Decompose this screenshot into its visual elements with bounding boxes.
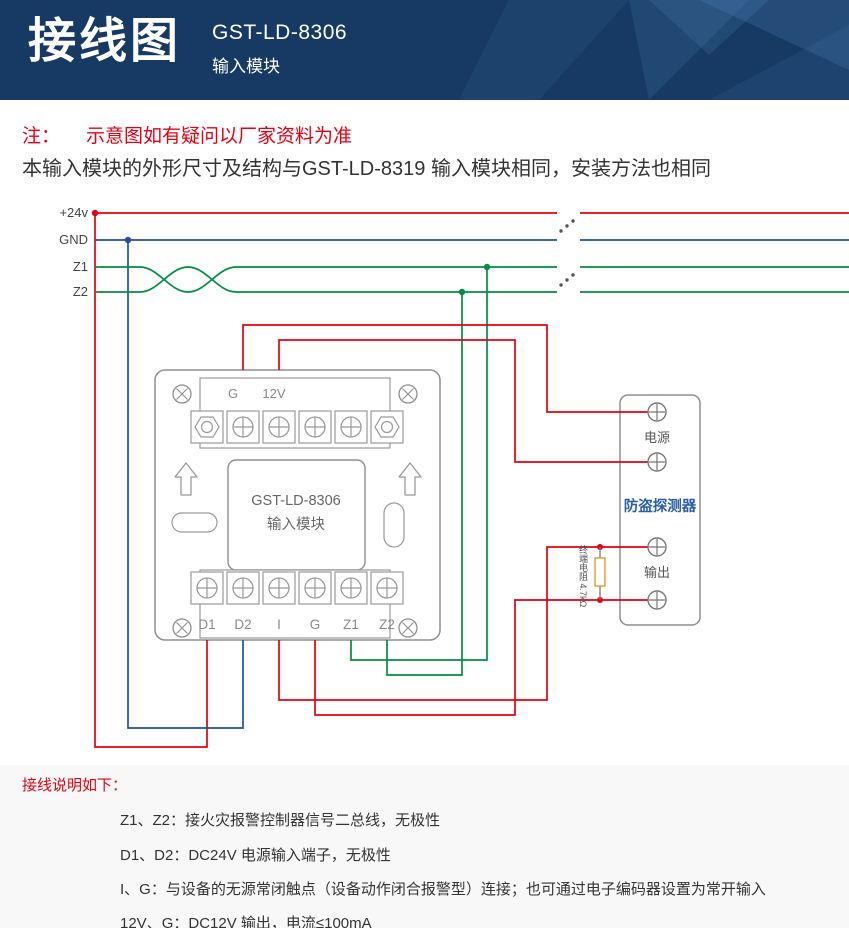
wiring-diagram: +24v GND Z1 Z2 G 12V bbox=[59, 205, 849, 748]
resistor-body bbox=[594, 557, 606, 587]
mounting-slot bbox=[383, 502, 405, 548]
warning-text: 示意图如有疑问以厂家资料为准 bbox=[86, 126, 353, 147]
model-number: GST-LD-8306 bbox=[212, 21, 348, 44]
wire-gnd bbox=[95, 239, 849, 729]
module-name-line1: GST-LD-8306 bbox=[251, 493, 340, 509]
bus-label-z1: Z1 bbox=[73, 259, 88, 274]
banner-facet-pattern bbox=[459, 0, 849, 100]
detector-terminal-icon bbox=[647, 452, 667, 472]
module-bottom-terminal-block: D1 D2 I G Z1 Z2 bbox=[190, 569, 404, 639]
terminal-label-z2: Z2 bbox=[379, 617, 395, 632]
wire-24v bbox=[94, 212, 849, 748]
terminal-label-i: I bbox=[277, 617, 281, 632]
up-arrow-icon bbox=[174, 462, 198, 496]
top-terminal-label-12v: 12V bbox=[262, 386, 285, 401]
terminal-screw-icon bbox=[370, 571, 404, 605]
terminal-nut-icon bbox=[370, 410, 404, 444]
detector-power-label: 电源 bbox=[644, 430, 670, 445]
terminal-resistor: 终端电阻 4.7kΩ bbox=[578, 544, 606, 608]
bus-label-gnd: GND bbox=[59, 232, 88, 247]
terminal-screw-icon bbox=[298, 571, 332, 605]
top-terminal-label-g: G bbox=[228, 386, 238, 401]
terminal-label-z1: Z1 bbox=[343, 617, 359, 632]
wire-12v-power bbox=[242, 324, 657, 463]
detector-name: 防盗探测器 bbox=[624, 497, 697, 515]
wire-z1 bbox=[95, 266, 849, 661]
bottom-terminal-labels: D1 D2 I G Z1 Z2 bbox=[198, 617, 395, 632]
terminal-screw-icon bbox=[190, 571, 224, 605]
terminal-screw-icon bbox=[334, 410, 368, 444]
line-break-dots bbox=[559, 219, 575, 287]
detector-output-label: 输出 bbox=[644, 565, 670, 580]
burglar-detector: 电源 防盗探测器 输出 bbox=[624, 402, 697, 610]
description-text: 本输入模块的外形尺寸及结构与GST-LD-8319 输入模块相同，安装方法也相同 bbox=[22, 158, 711, 180]
warning-prefix: 注： bbox=[22, 126, 61, 147]
terminal-screw-icon bbox=[226, 410, 260, 444]
mounting-slot bbox=[171, 512, 218, 533]
bus-label-z2: Z2 bbox=[73, 284, 88, 299]
terminal-label-g: G bbox=[310, 617, 321, 632]
instruction-item: 12V、G：DC12V 输出，电流≤100mA bbox=[120, 915, 372, 928]
instructions-heading: 接线说明如下： bbox=[22, 777, 128, 794]
detector-outline bbox=[619, 394, 701, 626]
terminal-label-d1: D1 bbox=[198, 617, 215, 632]
junction-dot bbox=[124, 236, 132, 244]
terminal-screw-icon bbox=[334, 571, 368, 605]
bottom-terminal-screws bbox=[190, 571, 404, 605]
up-arrow-icon bbox=[398, 462, 422, 496]
bus-labels: +24v GND Z1 Z2 bbox=[59, 205, 88, 299]
bus-label-24v: +24v bbox=[59, 205, 88, 220]
module-name-line2: 输入模块 bbox=[267, 516, 325, 533]
terminal-screw-icon bbox=[262, 410, 296, 444]
warning-note: 注： 示意图如有疑问以厂家资料为准 bbox=[22, 121, 352, 148]
terminal-screw-icon bbox=[226, 571, 260, 605]
wiring-instructions: 接线说明如下： Z1、Z2：接火灾报警控制器信号二总线，无极性 D1、D2：DC… bbox=[0, 765, 849, 928]
terminal-screw-icon bbox=[262, 571, 296, 605]
detector-terminal-icon bbox=[647, 590, 667, 610]
wire-output bbox=[278, 546, 657, 716]
detector-terminal-icon bbox=[647, 537, 667, 557]
resistor-label: 终端电阻 4.7kΩ bbox=[578, 544, 588, 608]
instruction-item: I、G：与设备的无源常闭触点（设备动作闭合报警型）连接；也可通过电子编码器设置为… bbox=[120, 881, 766, 898]
module-top-terminal-block: G 12V bbox=[190, 377, 404, 449]
header-subtitle: GST-LD-8306 输入模块 bbox=[212, 21, 347, 77]
terminal-label-d2: D2 bbox=[234, 617, 251, 632]
wire-z2 bbox=[95, 266, 849, 676]
page-title: 接线图 bbox=[28, 15, 182, 68]
header-banner: 接线图 GST-LD-8306 输入模块 bbox=[0, 0, 849, 100]
terminal-screw-icon bbox=[298, 410, 332, 444]
top-terminal-screws bbox=[190, 410, 404, 444]
instruction-item: D1、D2：DC24V 电源输入端子，无极性 bbox=[120, 847, 391, 864]
terminal-nut-icon bbox=[190, 410, 224, 444]
detector-terminal-icon bbox=[647, 402, 667, 422]
junction-dot bbox=[91, 209, 99, 217]
module-name-plate: GST-LD-8306 输入模块 bbox=[227, 459, 366, 571]
input-module: G 12V GST-LD-8306 bbox=[154, 369, 441, 641]
junction-dot bbox=[483, 263, 491, 271]
module-type: 输入模块 bbox=[212, 57, 280, 76]
instruction-item: Z1、Z2：接火灾报警控制器信号二总线，无极性 bbox=[120, 812, 441, 829]
junction-dot bbox=[458, 288, 466, 296]
